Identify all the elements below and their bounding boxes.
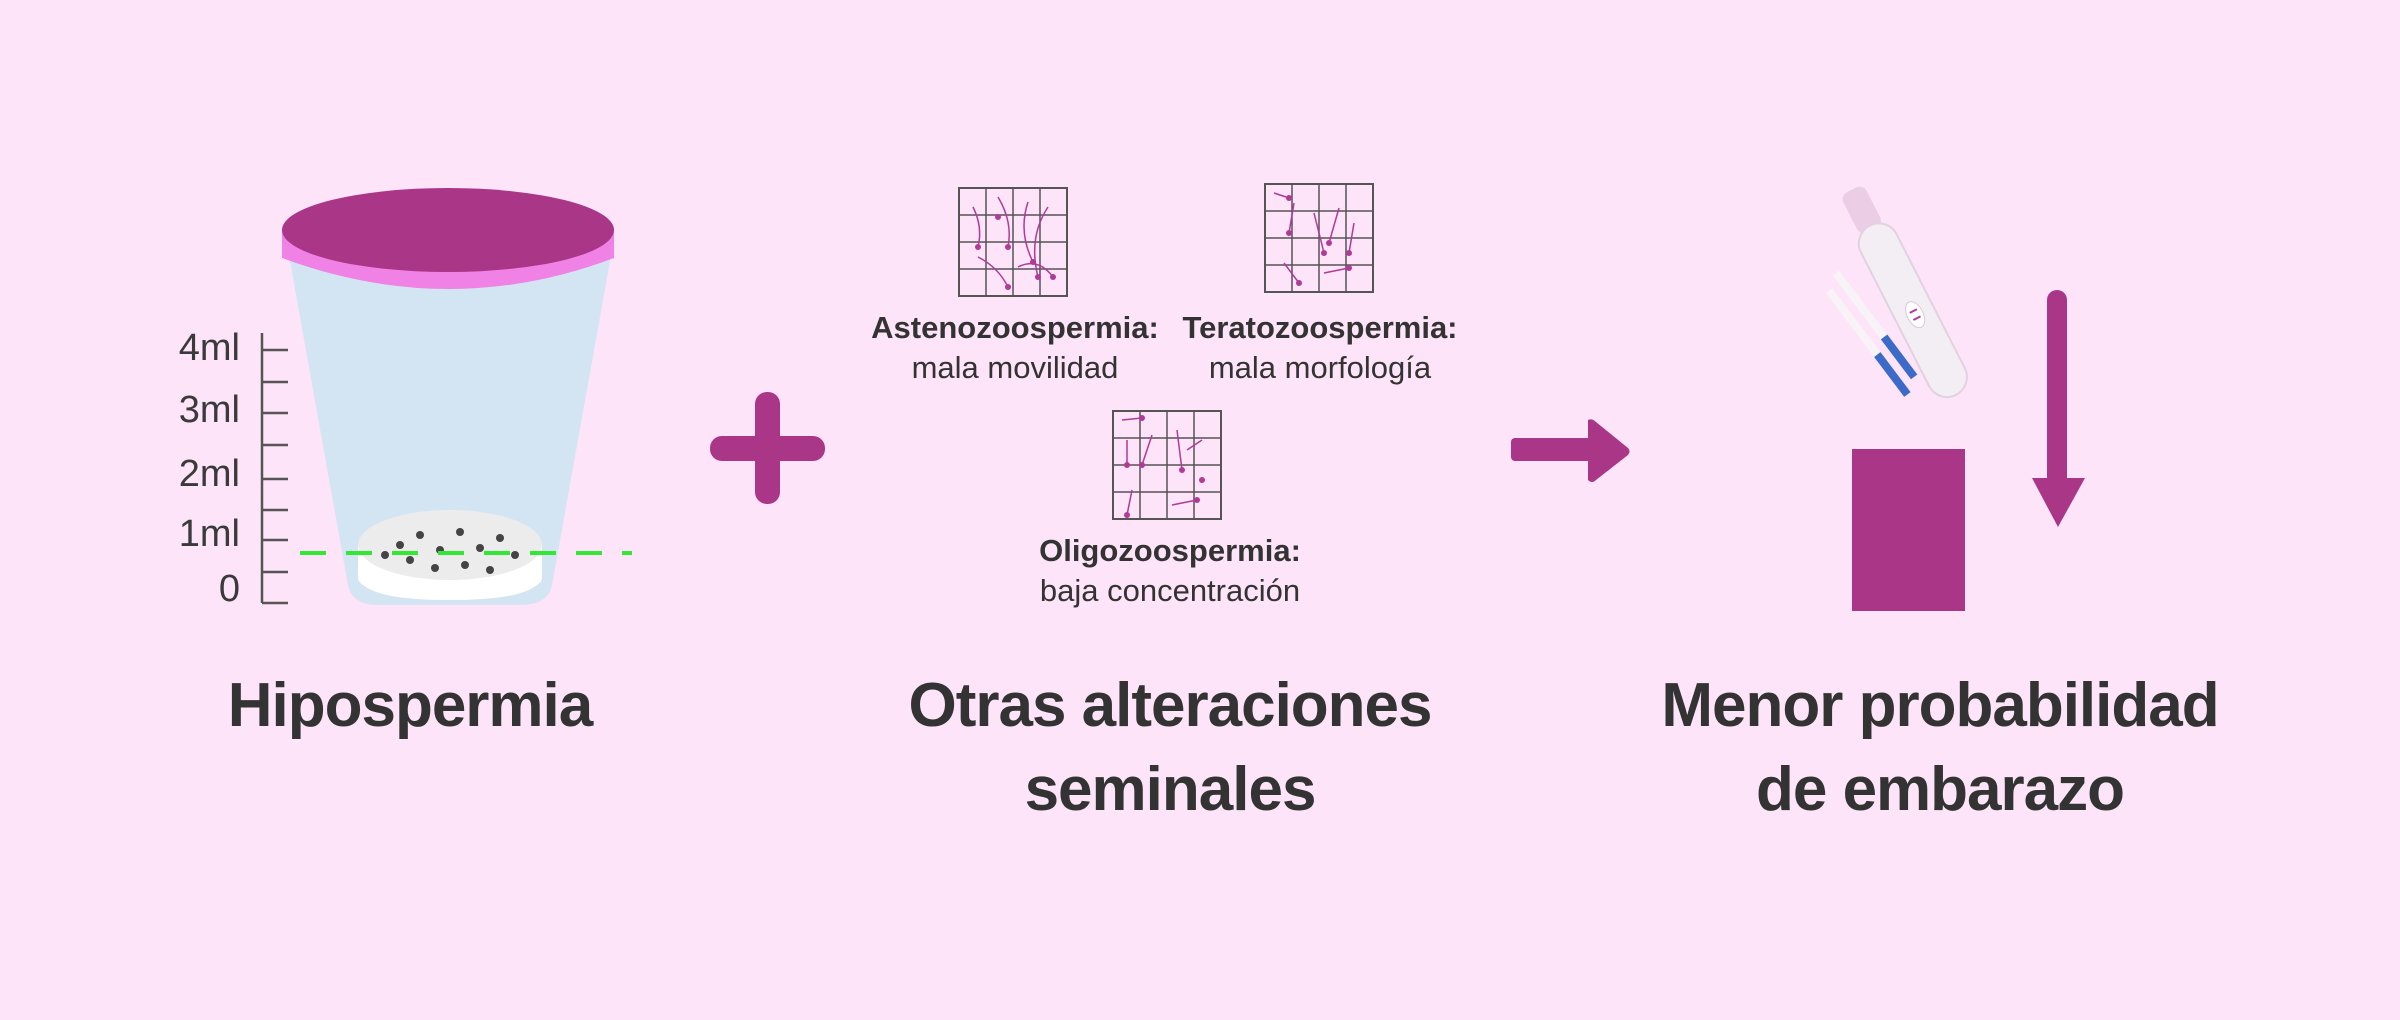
- scale-label-2ml: 2ml: [178, 453, 240, 495]
- condition-asthenozoospermia: Astenozoospermia: mala movilidad: [860, 310, 1170, 386]
- condition-teratozoospermia: Teratozoospermia: mala morfología: [1170, 310, 1470, 386]
- sample-cup-icon: [260, 188, 632, 605]
- oligozoospermia-grid-icon: [1112, 410, 1222, 520]
- condition-name: Oligozoospermia:: [1039, 533, 1301, 568]
- title-line-1: Menor probabilidad: [1661, 671, 2219, 740]
- arrow-down-icon: [2032, 290, 2085, 527]
- title-line-2: seminales: [1024, 755, 1317, 824]
- scale-label-3ml: 3ml: [178, 389, 240, 431]
- scale-label-0: 0: [218, 568, 240, 610]
- other-alterations-title: Otras alteraciones seminales: [820, 664, 1520, 832]
- scale-label-1ml: 1ml: [178, 513, 240, 555]
- scale-label-4ml: 4ml: [178, 327, 240, 369]
- condition-name: Teratozoospermia:: [1182, 310, 1458, 345]
- condition-oligozoospermia: Oligozoospermia: baja concentración: [1000, 533, 1340, 609]
- teratozoospermia-grid-icon: [1264, 183, 1374, 293]
- condition-description: mala movilidad: [911, 350, 1119, 385]
- condition-description: baja concentración: [1039, 573, 1301, 608]
- plus-icon: [710, 392, 825, 504]
- asthenozoospermia-grid-icon: [958, 187, 1068, 297]
- condition-name: Astenozoospermia:: [871, 310, 1159, 345]
- lower-pregnancy-title: Menor probabilidad de embarazo: [1620, 664, 2260, 832]
- title-line-2: de embarazo: [1755, 755, 2125, 824]
- arrow-right-icon: [1511, 419, 1630, 482]
- title-line-1: Otras alteraciones: [908, 671, 1432, 740]
- pregnancy-test-icon: [1825, 186, 1968, 399]
- condition-description: mala morfología: [1208, 350, 1432, 385]
- hypospermia-title: Hipospermia: [227, 671, 594, 740]
- probability-bar: [1852, 449, 1965, 611]
